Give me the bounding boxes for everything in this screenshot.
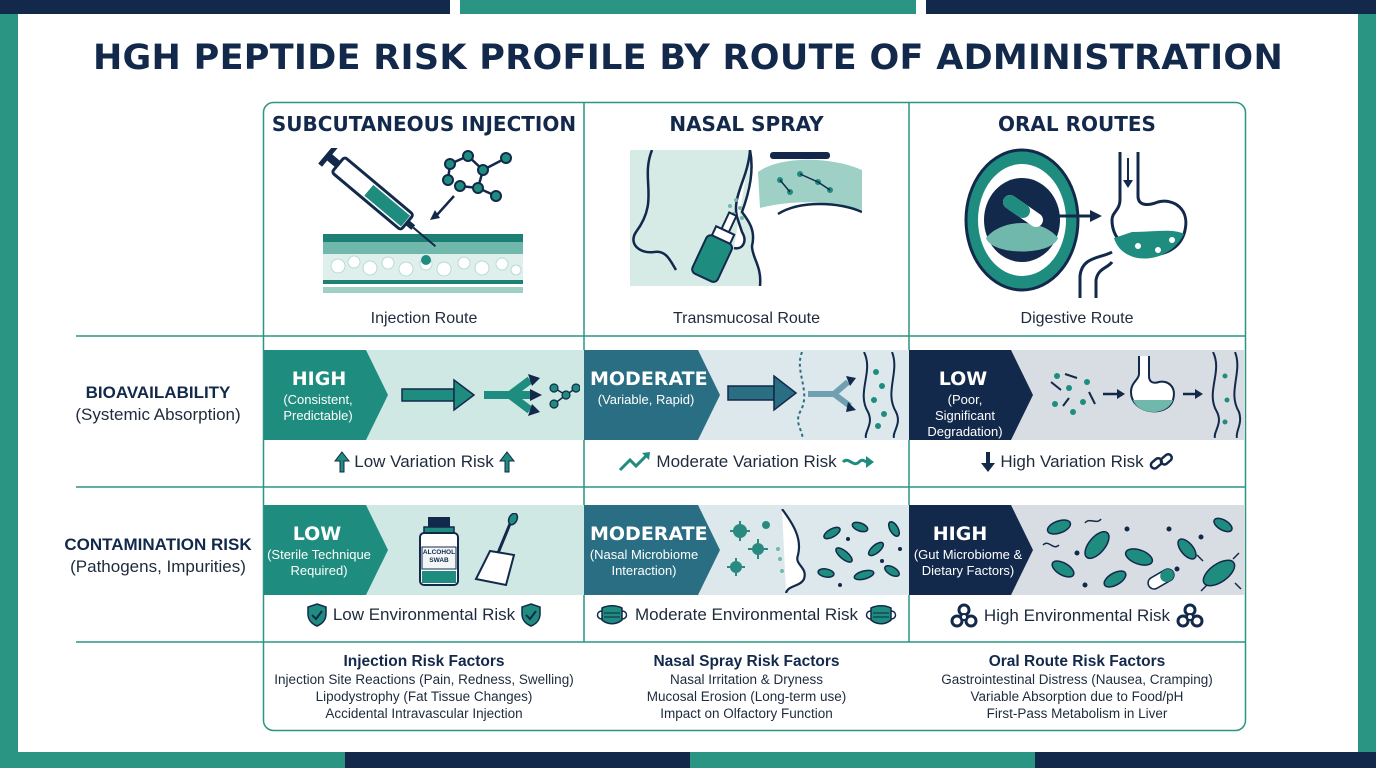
level-detail: (Sterile Technique Required) xyxy=(267,547,371,578)
level-label: MODERATE xyxy=(590,523,708,545)
factor-item: First-Pass Metabolism in Liver xyxy=(986,706,1168,721)
contamination-injection-band: LOW (Sterile Technique Required) ALCOHOL… xyxy=(264,505,584,595)
bioavailability-injection-band: HIGH (Consistent, Predictable) xyxy=(264,350,584,440)
oral-risk-factors: Oral Route Risk Factors Gastrointestinal… xyxy=(909,653,1245,722)
risk-line-injection-variation: Low Variation Risk xyxy=(264,450,584,474)
shield-check-icon xyxy=(307,603,327,627)
arrow-up-icon xyxy=(333,451,350,473)
chevron-shape xyxy=(909,505,1033,595)
frame-right-bar xyxy=(1358,0,1376,768)
row-label-title: CONTAMINATION RISK xyxy=(64,535,252,554)
absorption-arrows-icon xyxy=(401,374,580,416)
frame-top-right xyxy=(926,0,1376,14)
frame-top-left xyxy=(0,0,450,14)
risk-line-oral-environment: High Environmental Risk xyxy=(909,603,1245,628)
page-title: HGH PEPTIDE RISK PROFILE BY ROUTE OF ADM… xyxy=(92,38,1284,78)
sterile-vial-swab-icon xyxy=(419,513,519,587)
frame-left-bar xyxy=(0,0,18,768)
mouth-stomach-icon xyxy=(964,148,1188,298)
chevron-shape xyxy=(584,505,720,595)
factor-item: Impact on Olfactory Function xyxy=(660,706,833,721)
risk-line-injection-environment: Low Environmental Risk xyxy=(264,603,584,627)
risk-line-oral-variation: High Variation Risk xyxy=(909,450,1245,474)
route-label-oral: Digestive Route xyxy=(1020,310,1134,327)
nasal-risk-factors: Nasal Spray Risk Factors Nasal Irritatio… xyxy=(584,653,909,722)
column-heading-oral: ORAL ROUTES xyxy=(998,112,1156,136)
contamination-nasal-band: MODERATE (Nasal Microbiome Interaction) xyxy=(584,505,909,595)
row-label-subtitle: (Systemic Absorption) xyxy=(75,405,241,424)
injection-risk-factors: Injection Risk Factors Injection Site Re… xyxy=(264,653,584,722)
factor-item: Variable Absorption due to Food/pH xyxy=(970,689,1184,704)
contamination-oral-band: HIGH (Gut Microbiome & Dietary Factors) xyxy=(909,505,1245,595)
nasal-microbes-icon xyxy=(727,509,902,593)
face-mask-icon xyxy=(865,605,896,625)
route-label-injection: Injection Route xyxy=(370,310,478,327)
risk-text: Moderate Variation Risk xyxy=(656,452,837,471)
level-label: LOW xyxy=(938,368,988,390)
column-heading-nasal: NASAL SPRAY xyxy=(669,112,824,136)
vial-label-text: ALCOHOL SWAB xyxy=(422,549,456,564)
row-label-contamination: CONTAMINATION RISK (Pathogens, Impuritie… xyxy=(40,534,276,578)
factor-item: Mucosal Erosion (Long-term use) xyxy=(646,689,847,704)
risk-text: Low Variation Risk xyxy=(354,452,494,471)
row-label-bioavailability: BIOAVAILABILITY (Systemic Absorption) xyxy=(40,382,276,426)
frame-bottom-1 xyxy=(0,752,345,768)
row-label-subtitle: (Pathogens, Impurities) xyxy=(70,557,246,576)
arrow-up-icon xyxy=(498,451,515,473)
chevron-shape xyxy=(264,505,388,595)
frame-bottom-3 xyxy=(690,752,1035,768)
route-label-nasal: Transmucosal Route xyxy=(672,310,821,327)
chevron-shape xyxy=(264,350,388,440)
chevron-shape xyxy=(909,350,1033,440)
factor-item: Nasal Irritation & Dryness xyxy=(669,672,824,687)
level-detail: (Consistent, Predictable) xyxy=(283,392,353,423)
gut-bacteria-icon xyxy=(1042,517,1242,592)
bioavailability-nasal-band: MODERATE (Variable, Rapid) xyxy=(584,350,909,440)
level-label: LOW xyxy=(292,523,342,545)
frame-top-mid xyxy=(460,0,916,14)
biohazard-icon xyxy=(950,603,978,628)
bioavailability-oral-band: LOW (Poor, Significant Degradation) xyxy=(909,350,1245,440)
factor-item: Gastrointestinal Distress (Nausea, Cramp… xyxy=(941,672,1213,687)
level-detail: (Nasal Microbiome Interaction) xyxy=(589,547,699,578)
factors-heading: Injection Risk Factors xyxy=(343,653,505,670)
risk-text: High Environmental Risk xyxy=(983,606,1171,625)
syringe-skin-icon xyxy=(318,148,523,293)
factor-item: Injection Site Reactions (Pain, Redness,… xyxy=(274,672,574,687)
row-label-title: BIOAVAILABILITY xyxy=(85,383,231,402)
frame-bottom-2 xyxy=(345,752,690,768)
level-label: HIGH xyxy=(291,368,347,390)
chevron-shape xyxy=(584,350,720,440)
risk-text: Moderate Environmental Risk xyxy=(635,605,858,624)
level-label: HIGH xyxy=(932,523,988,545)
risk-text: Low Environmental Risk xyxy=(332,605,516,624)
biohazard-icon xyxy=(1176,603,1204,628)
level-detail: (Gut Microbiome & Dietary Factors) xyxy=(913,547,1023,578)
degradation-icon xyxy=(1050,352,1242,438)
factor-item: Accidental Intravascular Injection xyxy=(325,706,523,721)
column-heading-injection: SUBCUTANEOUS INJECTION xyxy=(271,112,577,136)
factor-item: Lipodystrophy (Fat Tissue Changes) xyxy=(315,689,533,704)
factors-heading: Oral Route Risk Factors xyxy=(988,653,1166,670)
nasal-spray-icon xyxy=(630,150,862,286)
arrow-down-icon xyxy=(980,452,995,472)
level-detail: (Poor, Significant Degradation) xyxy=(927,392,1003,439)
wave-arrow-icon xyxy=(842,456,875,468)
mucosal-absorption-icon xyxy=(727,352,899,438)
trend-up-icon xyxy=(618,452,650,472)
risk-line-nasal-variation: Moderate Variation Risk xyxy=(584,450,909,474)
broken-link-icon xyxy=(1150,453,1174,470)
factors-heading: Nasal Spray Risk Factors xyxy=(653,653,840,670)
risk-text: High Variation Risk xyxy=(1000,452,1144,471)
frame-bottom-4 xyxy=(1035,752,1376,768)
shield-check-icon xyxy=(521,603,541,627)
level-detail: (Variable, Rapid) xyxy=(597,392,695,407)
level-label: MODERATE xyxy=(590,368,708,390)
face-mask-icon xyxy=(597,605,628,625)
risk-line-nasal-environment: Moderate Environmental Risk xyxy=(584,603,909,627)
